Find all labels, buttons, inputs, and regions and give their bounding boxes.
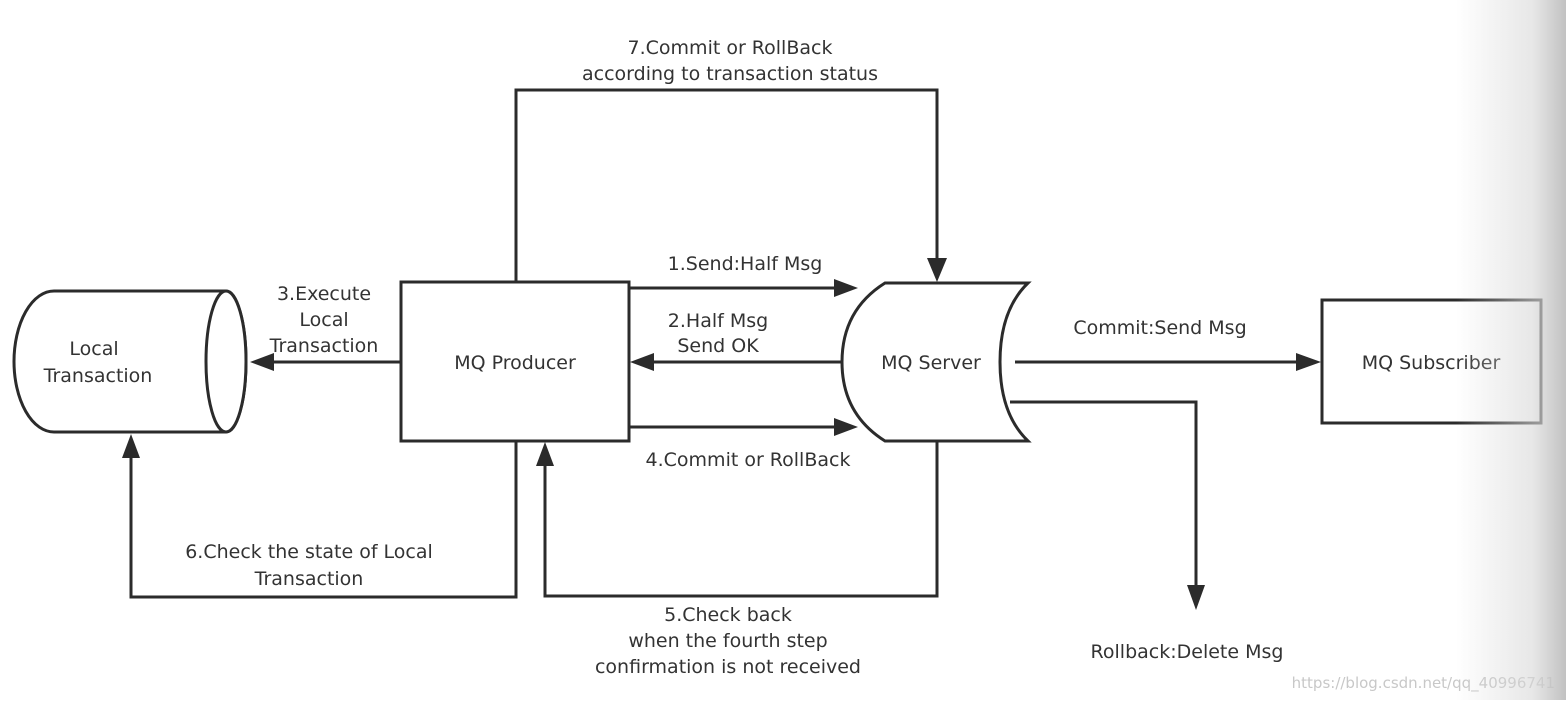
edge-step3-label-line2: Local — [299, 309, 348, 331]
edge-step6-arrowhead — [122, 434, 140, 458]
mq-server-shape — [840, 281, 1032, 443]
mq-subscriber-label: MQ Subscriber — [1362, 352, 1501, 374]
local-transaction-cap — [204, 289, 248, 434]
edge-step4-arrowhead — [834, 418, 858, 436]
edge-step2: 2.Half Msg Send OK — [630, 310, 842, 371]
edge-step2-label-line2: Send OK — [677, 335, 759, 357]
edge-commit-label: Commit:Send Msg — [1073, 317, 1246, 339]
node-mq-server: MQ Server — [840, 281, 1032, 443]
edge-rollback-label: Rollback:Delete Msg — [1091, 641, 1284, 663]
edge-step1-arrowhead — [834, 279, 858, 297]
edge-step6-label-line2: Transaction — [254, 568, 364, 590]
edge-step5-label-line3: confirmation is not received — [595, 656, 861, 678]
edge-step2-arrowhead — [630, 353, 654, 371]
edge-rollback-line — [1010, 400, 1198, 588]
node-local-transaction: Local Transaction — [12, 289, 248, 434]
local-transaction-label-line2: Transaction — [43, 365, 153, 387]
mq-producer-label: MQ Producer — [454, 352, 576, 374]
edge-step7-arrowhead — [927, 258, 947, 282]
edge-commit: Commit:Send Msg — [1015, 317, 1321, 371]
watermark-text: https://blog.csdn.net/qq_40996741 — [1292, 674, 1555, 693]
edge-step3-arrowhead — [250, 353, 274, 371]
edge-step3-label-line1: 3.Execute — [277, 283, 371, 305]
edge-step4: 4.Commit or RollBack — [629, 418, 858, 471]
edge-step5-line — [543, 441, 939, 598]
edge-step3: 3.Execute Local Transaction — [250, 283, 401, 371]
node-mq-producer: MQ Producer — [399, 280, 631, 443]
edge-step5-label-line2: when the fourth step — [628, 630, 827, 652]
node-mq-subscriber: MQ Subscriber — [1320, 298, 1543, 425]
edge-step6-label-line1: 6.Check the state of Local — [185, 541, 433, 563]
edge-step5: 5.Check back when the fourth step confir… — [536, 441, 939, 678]
mq-server-label: MQ Server — [881, 352, 981, 374]
edge-step2-label-line1: 2.Half Msg — [668, 310, 768, 332]
edge-step5-arrowhead — [536, 442, 554, 466]
edge-step3-label-line3: Transaction — [269, 335, 379, 357]
edge-step7-label-line2: according to transaction status — [582, 63, 878, 85]
edge-step7: 7.Commit or RollBack according to transa… — [514, 37, 947, 282]
edge-step7-line — [514, 88, 939, 282]
edge-step1: 1.Send:Half Msg — [629, 253, 858, 297]
edge-step5-label-line1: 5.Check back — [664, 604, 792, 626]
edge-step1-label: 1.Send:Half Msg — [668, 253, 823, 275]
mq-producer-box — [399, 280, 631, 443]
edge-commit-arrowhead — [1296, 353, 1321, 371]
local-transaction-label-line1: Local — [69, 338, 118, 360]
edge-step6: 6.Check the state of Local Transaction — [122, 434, 518, 599]
edge-rollback-arrowhead — [1187, 585, 1205, 610]
edge-step6-line — [129, 441, 518, 599]
edge-step7-label-line1: 7.Commit or RollBack — [628, 37, 833, 59]
edge-rollback: Rollback:Delete Msg — [1010, 400, 1284, 663]
edge-step4-label: 4.Commit or RollBack — [646, 449, 851, 471]
